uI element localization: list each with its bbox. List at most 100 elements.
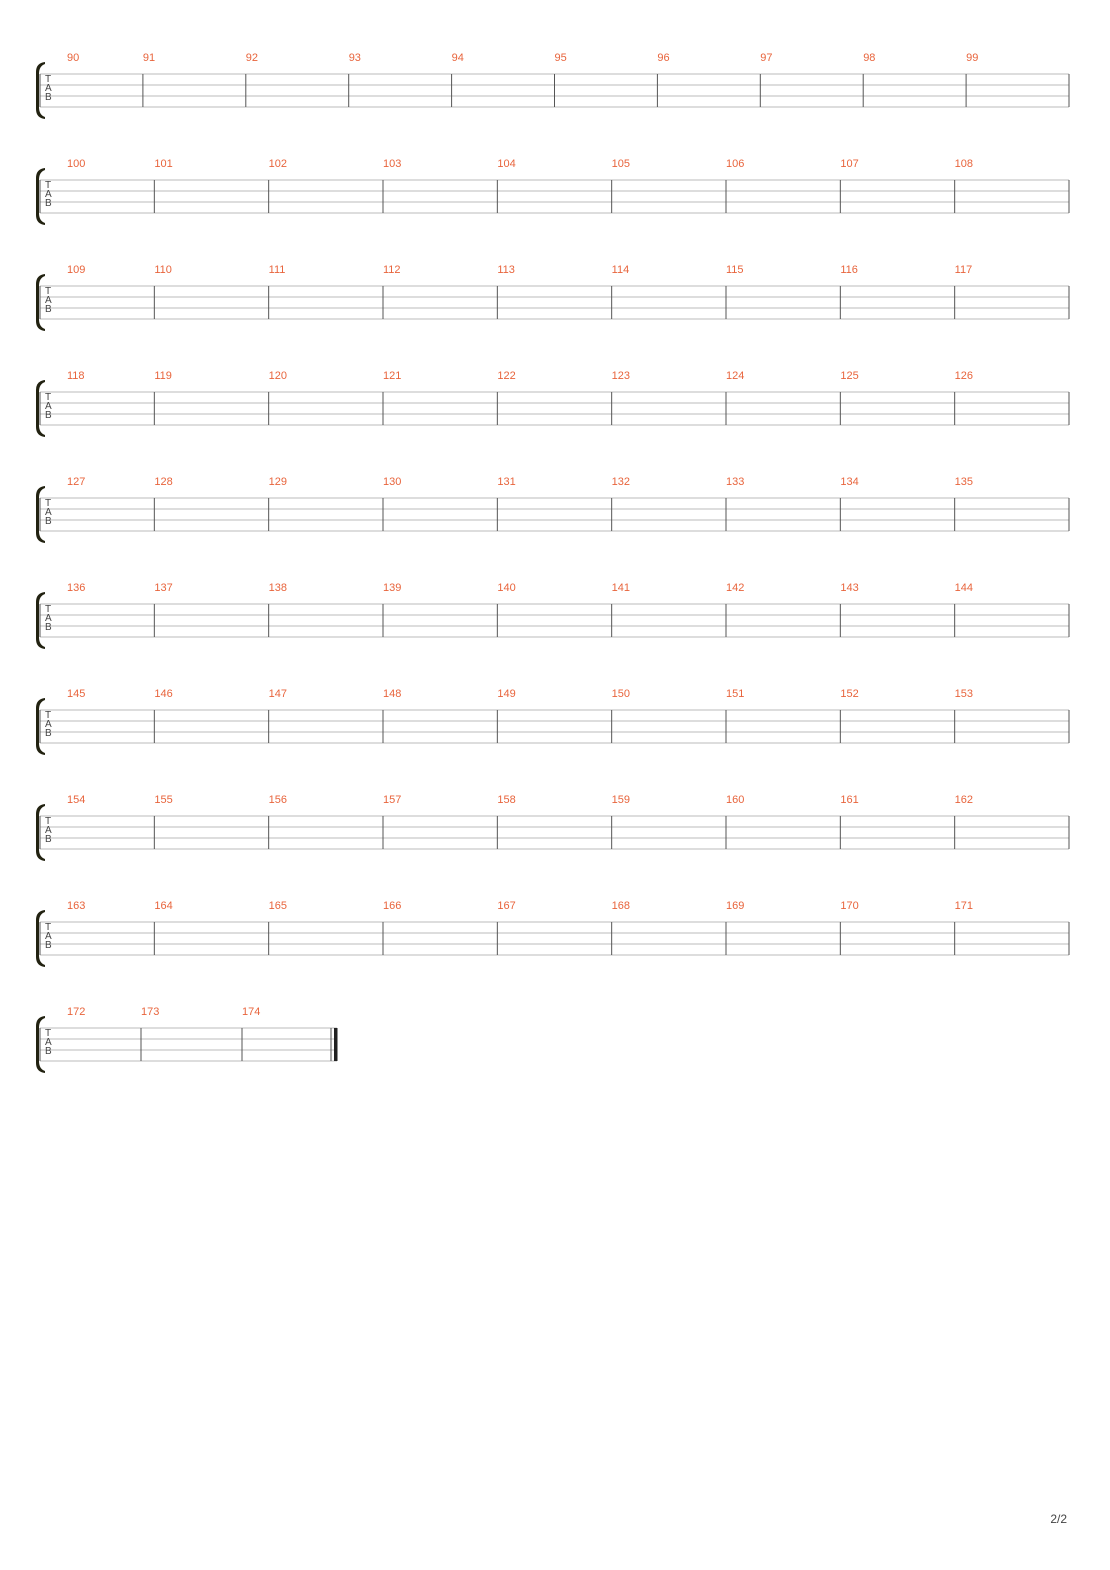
- measure-number: 98: [863, 52, 875, 64]
- measure-number: 104: [497, 158, 515, 170]
- system-brace: [36, 804, 45, 861]
- measure-number: 92: [246, 52, 258, 64]
- measure-number: 157: [383, 794, 401, 806]
- system-brace: [36, 486, 45, 543]
- tab-clef-letter: A: [45, 507, 52, 518]
- measure-number: 140: [497, 582, 515, 594]
- measure-number: 127: [67, 476, 85, 488]
- page-number: 2/2: [1050, 1512, 1067, 1526]
- measure-number: 131: [497, 476, 515, 488]
- measure-number: 172: [67, 1006, 85, 1018]
- system-brace: [36, 592, 45, 649]
- measure-number: 166: [383, 900, 401, 912]
- tab-clef-letter: A: [45, 189, 52, 200]
- tab-clef-letter: T: [45, 816, 51, 827]
- system-brace: [36, 380, 45, 437]
- system-brace: [36, 698, 45, 755]
- measure-number: 121: [383, 370, 401, 382]
- tab-clef-letter: B: [45, 622, 52, 633]
- measure-number: 128: [154, 476, 172, 488]
- measure-number: 107: [840, 158, 858, 170]
- tab-clef-letter: T: [45, 1028, 51, 1039]
- measure-number: 159: [612, 794, 630, 806]
- tab-clef-letter: A: [45, 931, 52, 942]
- measure-number: 151: [726, 688, 744, 700]
- measure-number: 115: [726, 264, 744, 276]
- measure-number: 116: [840, 264, 858, 276]
- measure-number: 96: [657, 52, 669, 64]
- measure-number: 114: [612, 264, 630, 276]
- tab-clef-letter: B: [45, 410, 52, 421]
- measure-number: 106: [726, 158, 744, 170]
- measure-number: 143: [840, 582, 858, 594]
- measure-number: 161: [840, 794, 858, 806]
- measure-number: 152: [840, 688, 858, 700]
- measure-number: 123: [612, 370, 630, 382]
- tab-clef-letter: T: [45, 710, 51, 721]
- measure-number: 139: [383, 582, 401, 594]
- measure-number: 90: [67, 52, 79, 64]
- measure-number: 158: [497, 794, 515, 806]
- measure-number: 156: [269, 794, 287, 806]
- measure-number: 142: [726, 582, 744, 594]
- measure-number: 105: [612, 158, 630, 170]
- measure-number: 168: [612, 900, 630, 912]
- measure-number: 101: [154, 158, 172, 170]
- measure-number: 173: [141, 1006, 159, 1018]
- measure-number: 99: [966, 52, 978, 64]
- measure-number: 134: [840, 476, 858, 488]
- measure-number: 169: [726, 900, 744, 912]
- tab-clef-letter: B: [45, 304, 52, 315]
- tab-clef-letter: B: [45, 834, 52, 845]
- measure-number: 100: [67, 158, 85, 170]
- measure-number: 160: [726, 794, 744, 806]
- tab-clef-letter: T: [45, 392, 51, 403]
- measure-number: 113: [497, 264, 515, 276]
- measure-number: 91: [143, 52, 155, 64]
- measure-number: 112: [383, 264, 401, 276]
- measure-number: 126: [955, 370, 973, 382]
- tab-clef-letter: A: [45, 719, 52, 730]
- measure-number: 111: [269, 264, 286, 276]
- system-brace: [36, 62, 45, 119]
- measure-number: 110: [154, 264, 172, 276]
- measure-number: 119: [154, 370, 172, 382]
- system-brace: [36, 910, 45, 967]
- tab-clef-letter: A: [45, 613, 52, 624]
- measure-number: 102: [269, 158, 287, 170]
- tab-clef-letter: A: [45, 401, 52, 412]
- measure-number: 129: [269, 476, 287, 488]
- measure-number: 167: [497, 900, 515, 912]
- measure-number: 155: [154, 794, 172, 806]
- tab-clef-letter: T: [45, 180, 51, 191]
- measure-number: 171: [955, 900, 973, 912]
- measure-number: 133: [726, 476, 744, 488]
- measure-number: 150: [612, 688, 630, 700]
- measure-number: 108: [955, 158, 973, 170]
- measure-number: 124: [726, 370, 744, 382]
- tab-clef-letter: A: [45, 295, 52, 306]
- measure-number: 144: [955, 582, 973, 594]
- tab-clef-letter: A: [45, 1037, 52, 1048]
- measure-number: 145: [67, 688, 85, 700]
- measure-number: 94: [452, 52, 464, 64]
- tab-clef-letter: B: [45, 92, 52, 103]
- tab-clef-letter: A: [45, 83, 52, 94]
- tab-clef-letter: T: [45, 74, 51, 85]
- measure-number: 136: [67, 582, 85, 594]
- measure-number: 163: [67, 900, 85, 912]
- measure-number: 170: [840, 900, 858, 912]
- measure-number: 97: [760, 52, 772, 64]
- tab-clef-letter: B: [45, 516, 52, 527]
- measure-number: 109: [67, 264, 85, 276]
- system-brace: [36, 168, 45, 225]
- tab-clef-letter: B: [45, 940, 52, 951]
- measure-number: 137: [154, 582, 172, 594]
